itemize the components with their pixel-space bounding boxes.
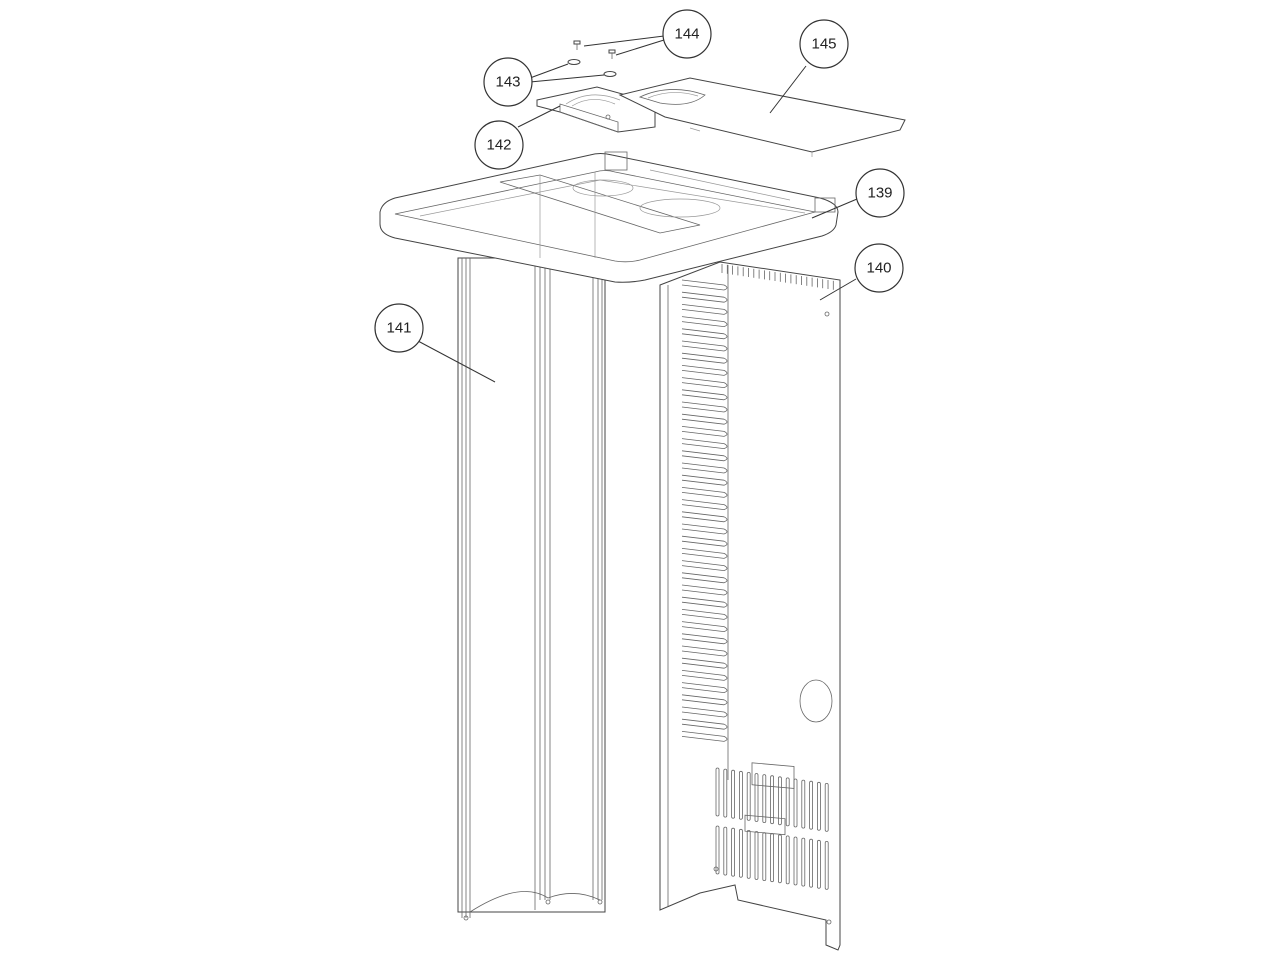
louvre-slot	[681, 511, 728, 523]
louvre-slot	[681, 572, 728, 584]
callout-label-141: 141	[386, 320, 411, 337]
callout-145: 145	[799, 19, 849, 69]
vent-slot	[770, 775, 774, 825]
louvre-slot	[681, 365, 728, 376]
leader-lines	[417, 35, 858, 383]
louvre-slot	[681, 291, 728, 303]
vent-slot	[723, 826, 728, 876]
vent-slot	[723, 768, 728, 818]
louvre-slot	[681, 682, 728, 694]
callout-label-140: 140	[866, 260, 891, 277]
part-145-cover-plate	[618, 77, 906, 157]
part-142-bracket-plate	[536, 86, 656, 133]
vent-slot	[809, 838, 813, 888]
louvre-slot	[681, 535, 728, 547]
louvre-slot	[681, 377, 728, 389]
vent-slot	[715, 825, 720, 875]
callout-144: 144	[662, 9, 712, 59]
callout-139: 139	[855, 168, 905, 218]
vent-slot	[785, 835, 790, 885]
vent-slot	[754, 831, 759, 880]
vent-slot	[824, 783, 829, 832]
louvre-slot	[681, 694, 728, 706]
louvre-slot	[681, 450, 728, 462]
callout-label-142: 142	[486, 137, 511, 154]
vent-slot	[801, 779, 806, 829]
vent-slot	[793, 778, 798, 828]
vent-slot	[817, 781, 821, 831]
louvre-slot	[681, 401, 728, 413]
part-144-screws	[573, 40, 616, 59]
louvre-slot	[681, 340, 728, 352]
vent-slot	[715, 767, 720, 817]
louvre-slot	[681, 706, 728, 718]
callout-143: 143	[483, 57, 533, 107]
vent-slot	[809, 780, 813, 830]
callout-label-139: 139	[867, 185, 892, 202]
louvre-slot	[681, 316, 728, 328]
louvre-slot	[681, 328, 728, 340]
vent-slot	[762, 774, 767, 823]
louvre-slot	[681, 670, 728, 681]
louvre-slot	[681, 413, 728, 425]
callout-140: 140	[854, 243, 904, 293]
comb-teeth	[721, 264, 834, 290]
callout-label-144: 144	[674, 26, 699, 43]
louvre-slot	[681, 645, 728, 657]
louvre-slot	[681, 462, 728, 474]
louvre-slot	[681, 389, 728, 401]
louvre-slot	[681, 584, 728, 596]
callout-142: 142	[474, 120, 524, 170]
vent-slot	[778, 834, 782, 884]
vent-slot	[746, 772, 751, 821]
vent-slot	[824, 841, 829, 890]
part-139-top-frame	[379, 151, 839, 283]
louvre-slot	[681, 426, 728, 437]
louvre-slot	[681, 438, 728, 450]
louvre-slot	[681, 718, 728, 730]
vent-slot	[731, 769, 735, 819]
louvre-slot	[681, 731, 728, 742]
vent-slot	[793, 836, 798, 886]
louvre-slot	[681, 279, 728, 291]
callout-label-145: 145	[811, 36, 836, 53]
louvre-slot	[681, 621, 728, 633]
vent-slot	[778, 776, 782, 826]
louvre-slot	[681, 596, 728, 608]
louvre-slot	[681, 633, 728, 645]
part-143-washers	[567, 59, 617, 77]
part-141-left-column	[457, 257, 606, 921]
vent-slot	[746, 830, 751, 879]
louvre-slots	[681, 279, 728, 742]
vent-slot	[817, 839, 821, 889]
louvre-slot	[681, 474, 728, 486]
louvre-slot	[681, 352, 728, 364]
louvre-slot	[681, 304, 728, 315]
louvre-slot	[681, 548, 728, 559]
louvre-slot	[681, 499, 728, 511]
vent-slot	[754, 773, 759, 822]
vent-slot	[739, 828, 743, 878]
vent-grid	[715, 767, 829, 890]
louvre-slot	[681, 657, 728, 669]
vent-slot	[801, 837, 806, 887]
louvre-slot	[681, 609, 728, 620]
vent-slot	[731, 827, 735, 877]
vent-slot	[739, 770, 743, 820]
louvre-slot	[681, 560, 728, 572]
louvre-slot	[681, 523, 728, 535]
vent-slot	[785, 777, 790, 827]
part-140-side-panel	[659, 261, 841, 951]
callout-141: 141	[374, 303, 424, 353]
louvre-slot	[681, 487, 728, 498]
callout-label-143: 143	[495, 74, 520, 91]
